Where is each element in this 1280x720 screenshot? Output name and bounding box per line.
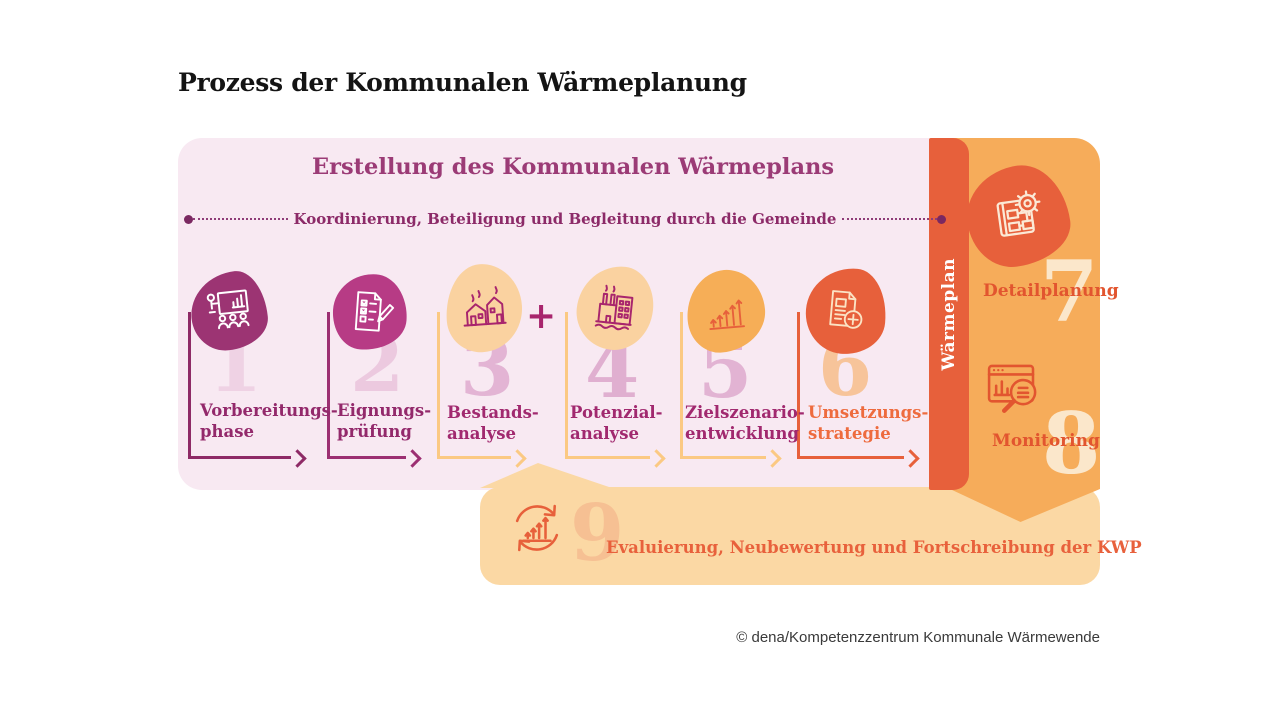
detail-label: Detailplanung: [983, 281, 1119, 301]
step-number: 8: [1042, 394, 1101, 493]
step-label: Zielszenario-entwicklung: [685, 403, 805, 443]
step-4-connector: [565, 312, 568, 458]
step-1-connector: [188, 312, 191, 458]
step-label: Eignungs-prüfung: [337, 401, 432, 441]
waermeplan-bar: [929, 138, 969, 490]
step-label: Bestands-analyse: [447, 403, 539, 443]
step-2-connector: [327, 312, 330, 458]
step-6-blob: [802, 264, 890, 358]
step-label: Umsetzungs-strategie: [808, 403, 929, 443]
panel-title: Erstellung des Kommunalen Wärmeplans: [311, 154, 835, 180]
evaluation-banner: 9 Evaluierung, Neubewertung und Fortschr…: [480, 463, 1142, 585]
process-panel: [178, 138, 930, 490]
step-5-connector: [680, 456, 766, 459]
step-3-connector: [437, 456, 511, 459]
step-label: Potenzial-analyse: [570, 403, 663, 443]
step-3-blob: [443, 261, 525, 355]
credit-text: © dena/Kompetenzzentrum Kommunale Wärmew…: [736, 629, 1100, 646]
line-end-dot: [937, 214, 946, 224]
dotted-segment: [193, 218, 288, 220]
step-label: Vorbereitungs-phase: [200, 401, 338, 441]
step-2-connector: [327, 456, 406, 459]
step-4-blob: [572, 262, 658, 354]
chart-magnifier-icon: [982, 356, 1050, 424]
cycle-arrows-icon: [503, 494, 571, 562]
document-plus-icon: [819, 284, 873, 338]
waermeplan-label-wrap: Wärmeplan: [929, 138, 969, 490]
step-4-connector: [565, 456, 650, 459]
step-6-connector: [797, 456, 904, 459]
line-end-dot: [184, 214, 193, 224]
checklist-pencil-icon: [344, 286, 395, 337]
step-number: 7: [1040, 242, 1099, 341]
waermeplan-label: Wärmeplan: [939, 257, 959, 371]
step-1-connector: [188, 456, 291, 459]
banner-peak: [480, 463, 612, 488]
step-5-blob: [683, 266, 769, 356]
dotted-segment: [842, 218, 937, 220]
plus-separator: +: [526, 295, 557, 337]
step-2-blob: [330, 271, 410, 353]
detail-label: Monitoring: [992, 431, 1100, 451]
blueprint-gear-icon: [984, 182, 1052, 250]
step-6-connector: [797, 312, 800, 458]
step-5-connector: [680, 312, 683, 458]
step-3-connector: [437, 312, 440, 458]
page-title: Prozess der Kommunalen Wärmeplanung: [178, 68, 747, 97]
banner-label: Evaluierung, Neubewertung und Fortschrei…: [606, 538, 1142, 557]
step-1-blob: [187, 268, 271, 354]
growth-arrows-icon: [699, 284, 753, 338]
coordination-line: Koordinierung, Beteiligung und Begleitun…: [184, 209, 946, 229]
step-7-blob: [960, 159, 1076, 273]
presentation-icon: [202, 284, 257, 339]
coordination-label: Koordinierung, Beteiligung und Begleitun…: [293, 210, 837, 228]
banner-number: 9: [570, 488, 625, 579]
factory-icon: [586, 279, 643, 336]
houses-icon: [456, 280, 512, 336]
